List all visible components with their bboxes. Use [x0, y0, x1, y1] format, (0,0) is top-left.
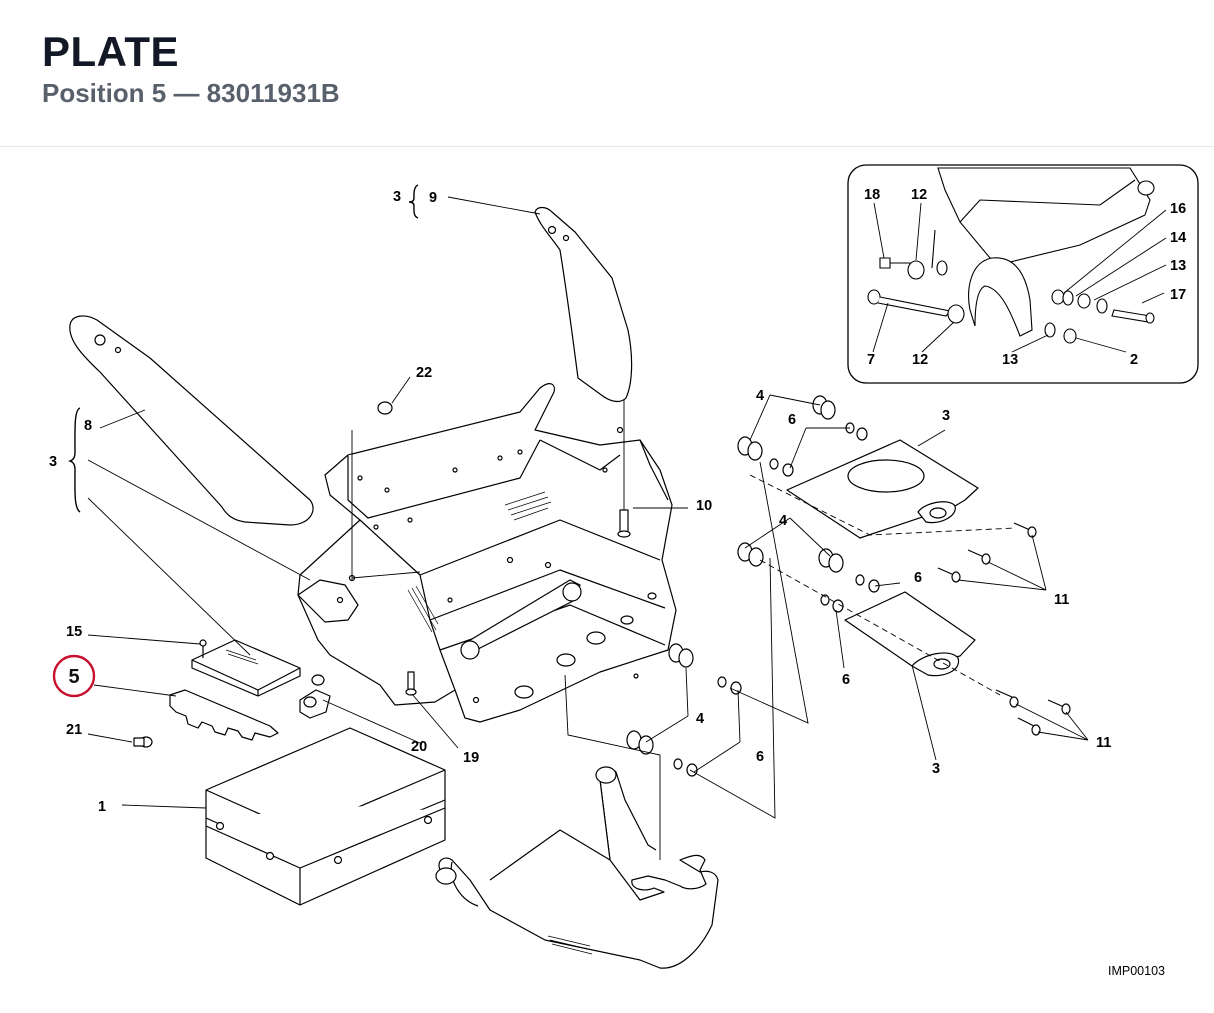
- mount-group-4-6-middle[interactable]: [737, 542, 880, 613]
- stud-part-10[interactable]: [617, 509, 631, 538]
- callout-19: 19: [463, 750, 479, 766]
- callout-20: 20: [411, 739, 427, 755]
- texture-hatching: [225, 491, 593, 955]
- inset-callout-12: 12: [911, 187, 927, 203]
- inset-callout-12: 12: [912, 352, 928, 368]
- inset-callout-13: 13: [1170, 258, 1186, 274]
- plate-part-5[interactable]: [169, 639, 301, 741]
- callout-5: 5: [68, 666, 79, 688]
- bracket-part-9[interactable]: [534, 206, 633, 403]
- mount-group-4-6-upper[interactable]: [737, 395, 868, 477]
- callout-22: 22: [416, 365, 432, 381]
- plate-part-3-lower[interactable]: [844, 591, 976, 677]
- callout-1: 1: [98, 799, 106, 815]
- bracket-part-20[interactable]: [299, 674, 331, 719]
- stud-part-19[interactable]: [405, 671, 417, 696]
- callout-3: 3: [49, 454, 57, 470]
- highlight-ring: [52, 654, 96, 698]
- callout-10: 10: [696, 498, 712, 514]
- main-frame[interactable]: [297, 383, 677, 723]
- callout-6: 6: [756, 749, 764, 765]
- callout-3: 3: [393, 189, 401, 205]
- callout-3: 3: [942, 408, 950, 424]
- screws-part-11[interactable]: [937, 522, 1071, 736]
- group-braces: [67, 184, 419, 513]
- callout-4: 4: [779, 513, 787, 529]
- lower-cradle[interactable]: [435, 766, 719, 969]
- callout-15: 15: [66, 624, 82, 640]
- callout-3: 3: [932, 761, 940, 777]
- callout-11: 11: [1096, 735, 1111, 751]
- page-header: PLATE Position 5 — 83011931B: [0, 0, 1214, 146]
- leader-lines: [87, 196, 1089, 860]
- inset-callout-17: 17: [1170, 287, 1186, 303]
- inset-callout-7: 7: [867, 352, 875, 368]
- inset-callout-18: 18: [864, 187, 880, 203]
- control-box-part-1[interactable]: [205, 727, 446, 906]
- plate-part-3-upper[interactable]: [786, 439, 979, 539]
- inset-callout-13: 13: [1002, 352, 1018, 368]
- mount-group-4-6-lower[interactable]: [626, 643, 742, 777]
- callout-11: 11: [1054, 592, 1069, 608]
- image-code: IMP00103: [1108, 964, 1165, 978]
- callout-6: 6: [842, 672, 850, 688]
- inset-hardware: [867, 257, 1155, 344]
- header-divider: [0, 146, 1214, 147]
- callout-6: 6: [788, 412, 796, 428]
- screw-part-21[interactable]: [133, 736, 153, 748]
- callout-8: 8: [84, 418, 92, 434]
- strap-part-8[interactable]: [69, 315, 314, 526]
- screw-part-22[interactable]: [377, 401, 393, 415]
- callout-4: 4: [756, 388, 764, 404]
- inset-callout-2: 2: [1130, 352, 1138, 368]
- callout-labels: 3 9 8 3 22 10 4 6 3 4 6 11 6 3 11 4 6 15…: [49, 187, 1186, 815]
- callout-21: 21: [66, 722, 82, 738]
- page-title: PLATE: [42, 28, 180, 75]
- callout-9: 9: [429, 190, 437, 206]
- inset-callout-16: 16: [1170, 201, 1186, 217]
- callout-4: 4: [696, 711, 704, 727]
- page-subtitle: Position 5 — 83011931B: [42, 78, 340, 108]
- detail-inset: [847, 164, 1199, 384]
- callout-6: 6: [914, 570, 922, 586]
- highlighted-callout-5[interactable]: 5: [52, 654, 96, 698]
- inset-callout-14: 14: [1170, 230, 1186, 246]
